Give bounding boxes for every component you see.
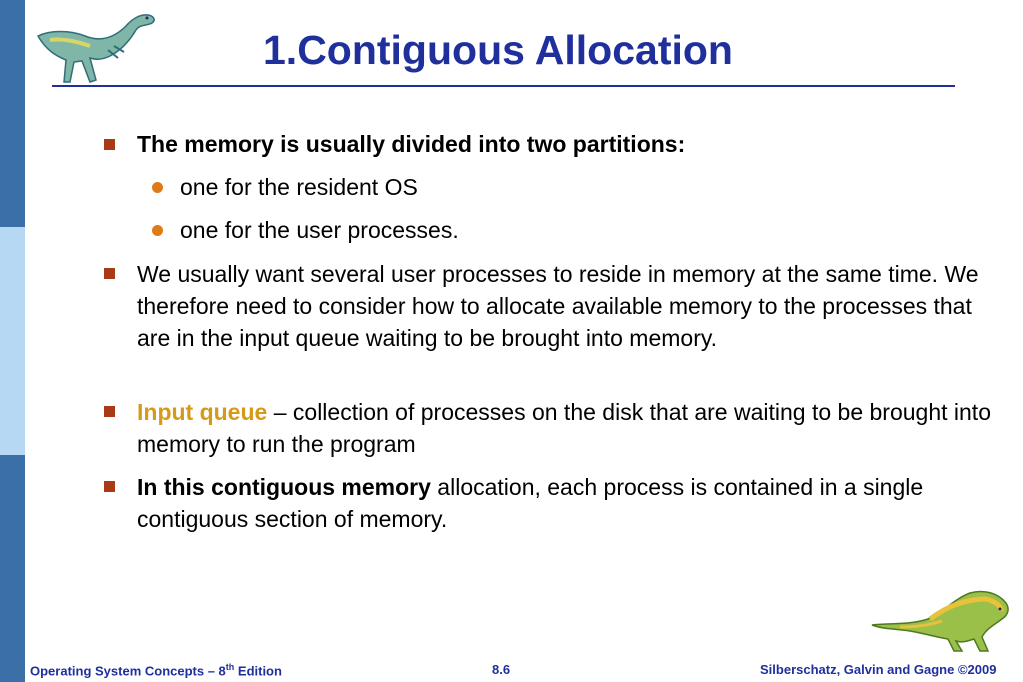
square-bullet-icon	[104, 268, 115, 279]
bullet-item: We usually want several user processes t…	[137, 261, 979, 351]
footer-left-text: Operating System Concepts – 8	[30, 663, 226, 679]
bullet-rest-text: allocation, each process is contained in…	[137, 474, 924, 532]
bullet-item: In this contiguous memory allocation, ea…	[137, 471, 1007, 535]
dinosaur-icon	[871, 590, 1009, 652]
slide-title: 1.Contiguous Allocation	[263, 27, 733, 73]
square-bullet-icon	[104, 481, 115, 492]
round-bullet-icon	[152, 182, 163, 193]
round-bullet-icon	[152, 225, 163, 236]
sidebar-dark-top	[0, 0, 25, 227]
footer-page-number: 8.6	[492, 662, 511, 677]
bullet-rest-text: – collection of processes on the disk th…	[137, 399, 991, 457]
footer-left-suffix: Edition	[234, 663, 282, 679]
footer-superscript: th	[225, 662, 235, 672]
bullet-item: The memory is usually divided into two p…	[137, 128, 1007, 160]
dinosaur-icon	[36, 14, 155, 83]
input-queue-term: Input queue	[137, 399, 268, 425]
sub-bullet-item: one for the user processes.	[180, 217, 459, 243]
square-bullet-icon	[104, 139, 115, 150]
bullet-bold-text: In this contiguous memory	[137, 474, 431, 500]
slide-content: The memory is usually divided into two p…	[104, 128, 1007, 535]
square-bullet-icon	[104, 406, 115, 417]
footer-right: Silberschatz, Galvin and Gagne ©2009	[760, 662, 997, 677]
sub-bullet-item: one for the resident OS	[180, 174, 418, 200]
left-sidebar	[0, 0, 25, 682]
sidebar-light-middle	[0, 227, 25, 455]
bullet-item: Input queue – collection of processes on…	[137, 396, 1007, 460]
footer-left: Operating System Concepts – 8th Edition	[30, 662, 282, 678]
title-underline	[52, 85, 955, 87]
sidebar-dark-bottom	[0, 455, 25, 682]
bullet-bold-text: The memory is usually divided into two p…	[137, 131, 686, 157]
